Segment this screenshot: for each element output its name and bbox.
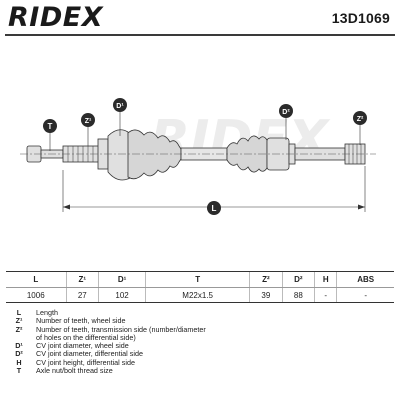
svg-text:Z²: Z² [357, 116, 364, 123]
drive-shaft-diagram: RIDEX [20, 98, 376, 215]
callout-l: L [207, 201, 221, 215]
header-z2: Z² [249, 271, 283, 288]
header-t: T [145, 271, 250, 288]
legend-symbol: Z¹ [15, 316, 23, 326]
header-l: L [6, 271, 67, 288]
legend-item: H CV joint height, differential side [8, 357, 388, 367]
svg-text:T: T [48, 122, 53, 131]
value-t: M22x1.5 [145, 287, 250, 303]
legend-description: Axle nut/bolt thread size [36, 366, 113, 376]
header-divider [5, 34, 395, 36]
value-d2: 88 [281, 287, 315, 303]
svg-text:D¹: D¹ [116, 103, 124, 110]
svg-text:D²: D² [282, 109, 290, 116]
legend-symbol: H [16, 357, 22, 367]
header-abs: ABS [336, 271, 394, 288]
legend-item: T Axle nut/bolt thread size [8, 366, 388, 376]
value-d1: 102 [98, 287, 146, 303]
outer-cv-joint [107, 129, 131, 181]
leader-lines [49, 112, 361, 151]
header-d1: D¹ [98, 271, 146, 288]
callout-z1: Z¹ [81, 113, 95, 127]
legend-description: Number of teeth, wheel side [36, 316, 126, 326]
value-z2: 39 [249, 287, 283, 303]
value-l: 1006 [6, 287, 67, 303]
value-h: - [314, 287, 337, 303]
specification-table: L Z¹ D¹ T Z² D² H ABS 1006 27 102 M22x1.… [6, 271, 394, 303]
header-d2: D² [281, 271, 315, 288]
header-z1: Z¹ [65, 271, 99, 288]
legend-item: D² CV joint diameter, differential side [8, 349, 388, 359]
table-row: 1006 27 102 M22x1.5 39 88 - - [6, 287, 394, 303]
brand-logo: RIDEX [8, 2, 104, 33]
callout-t: T [43, 119, 57, 133]
svg-text:L: L [212, 204, 217, 213]
callout-d2: D² [279, 104, 293, 118]
header-h: H [314, 271, 337, 288]
header: RIDEX 13D1069 [0, 0, 400, 36]
legend-item: L Length [8, 308, 388, 317]
legend-symbol: T [16, 366, 22, 376]
legend-item: Z² Number of teeth, transmission side (n… [8, 324, 388, 334]
legend-description: Number of teeth, transmission side (numb… [36, 324, 206, 334]
legend: L Length Z¹ Number of teeth, wheel side … [8, 308, 388, 376]
legend-symbol: Z² [15, 324, 23, 334]
legend-symbol: L [16, 308, 22, 317]
svg-text:Z¹: Z¹ [85, 118, 92, 125]
legend-description: CV joint height, differential side [36, 357, 135, 367]
legend-description: CV joint diameter, differential side [36, 349, 143, 359]
legend-item: of holes on the differential side) [8, 332, 388, 342]
value-abs: - [336, 287, 394, 303]
legend-item: D¹ CV joint diameter, wheel side [8, 341, 388, 351]
legend-description: of holes on the differential side) [36, 332, 136, 342]
legend-item: Z¹ Number of teeth, wheel side [8, 316, 388, 326]
part-number: 13D1069 [331, 10, 390, 26]
legend-symbol: D² [15, 349, 23, 359]
value-z1: 27 [65, 287, 99, 303]
legend-symbol: D¹ [15, 341, 23, 351]
table-header-row: L Z¹ D¹ T Z² D² H ABS [6, 271, 394, 288]
legend-description: CV joint diameter, wheel side [36, 341, 129, 351]
callout-d1: D¹ [113, 98, 127, 112]
callout-z2: Z² [353, 111, 367, 125]
legend-description: Length [36, 308, 58, 317]
